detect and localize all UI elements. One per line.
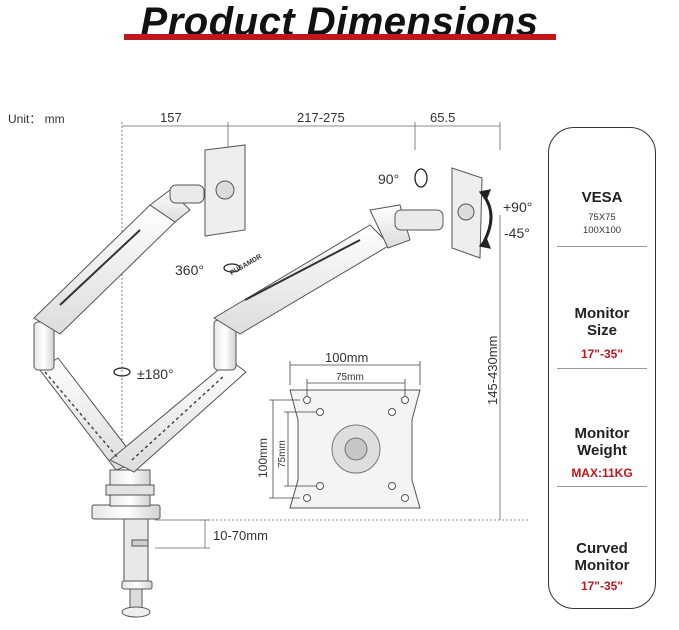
vesa-outer-h-label: 100mm	[325, 350, 369, 365]
monitor-size-title-1: Monitor	[574, 305, 630, 322]
monitor-weight-title-2: Weight	[577, 442, 627, 459]
title-underline	[124, 34, 556, 40]
monitor-size-value: 17"-35"	[580, 347, 624, 361]
monitor-weight-title-1: Monitor	[574, 425, 630, 442]
clamp-dimension	[155, 519, 210, 549]
top-dimension-lines	[121, 122, 501, 470]
width-right-label: 65.5	[430, 110, 456, 125]
curved-monitor-value: 17"-35"	[580, 579, 624, 593]
spec-divider	[557, 368, 647, 369]
left-vesa-plate	[204, 144, 246, 237]
height-range-label: 145-430mm	[485, 335, 500, 405]
vesa-title: VESA	[581, 189, 623, 206]
desk-clamp	[91, 504, 161, 618]
rotation-arrows	[113, 168, 493, 377]
tilt-down-label: -45°	[504, 225, 530, 241]
vesa-inner-h-label: 75mm	[336, 372, 364, 383]
vesa-inner-v-label: 75mm	[277, 440, 288, 468]
width-middle-label: 217-275	[297, 110, 345, 125]
upper-left-arm	[33, 184, 205, 335]
rotate-screen-label: 90°	[378, 171, 400, 187]
vesa-detail-1: 75X75	[588, 212, 616, 223]
monitor-size-title-2: Size	[586, 322, 617, 339]
curved-monitor-title-2: Monitor	[574, 557, 630, 574]
right-vesa-plate	[451, 167, 483, 259]
tilt-up-label: +90°	[503, 199, 533, 215]
spec-divider	[557, 246, 647, 247]
height-dimension	[200, 215, 530, 521]
unit-label: Unit： mm	[8, 112, 65, 126]
center-pole	[105, 469, 155, 507]
vesa-hole-diagram	[269, 361, 421, 509]
vesa-detail-2: 100X100	[582, 225, 622, 236]
swivel-label: 360°	[175, 262, 204, 278]
monitor-weight-value: MAX:11KG	[571, 466, 633, 480]
clamp-range-label: 10-70mm	[213, 528, 268, 543]
spec-panel: VESA 75X75 100X100 Monitor Size 17"-35" …	[548, 127, 656, 609]
spec-divider	[557, 486, 647, 487]
upper-right-arm	[213, 204, 444, 335]
curved-monitor-title-1: Curved	[576, 540, 628, 557]
vesa-outer-v-label: 100mm	[256, 437, 270, 478]
base-swivel-label: ±180°	[137, 366, 174, 382]
width-left-label: 157	[160, 110, 182, 125]
